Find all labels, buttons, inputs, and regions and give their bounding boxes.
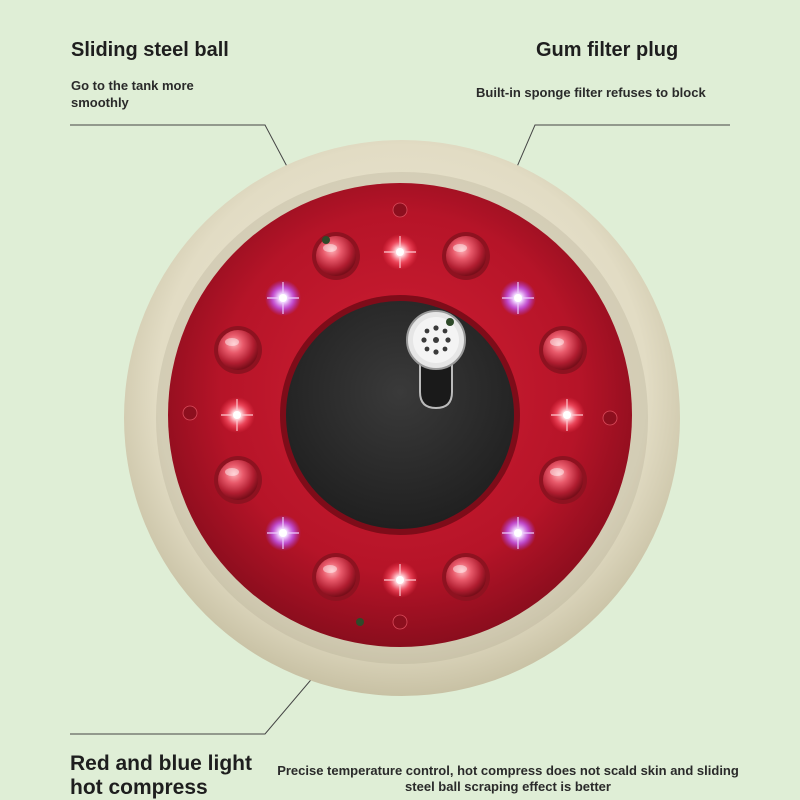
steel-ball-icon <box>539 456 587 504</box>
red-led-icon <box>382 234 418 270</box>
purple-led-icon <box>500 280 536 316</box>
center-pad <box>286 301 514 529</box>
callout-dots <box>322 236 454 626</box>
steel-ball-title: Sliding steel ball <box>71 39 229 61</box>
steel-ball-icon <box>214 326 262 374</box>
steel-ball-icon <box>539 326 587 374</box>
light-description: Precise temperature control, hot compres… <box>277 763 739 794</box>
steel-ball-description: Go to the tank more smoothly <box>71 78 194 110</box>
leds <box>219 234 585 598</box>
light-title: Red and blue light hot compress <box>70 752 252 799</box>
red-led-icon <box>382 562 418 598</box>
screw-holes <box>182 202 618 630</box>
red-led-icon <box>219 397 255 433</box>
steel-ball-icon <box>214 456 262 504</box>
purple-led-icon <box>265 515 301 551</box>
steel-ball-icon <box>312 553 360 601</box>
filter-plug-description: Built-in sponge filter refuses to block <box>476 85 706 100</box>
purple-led-icon <box>265 280 301 316</box>
steel-ball-icon <box>312 232 360 280</box>
steel-ball-icon <box>442 553 490 601</box>
purple-led-icon <box>500 515 536 551</box>
steel-balls <box>214 232 587 601</box>
filter-plug-title: Gum filter plug <box>536 39 679 61</box>
steel-ball-icon <box>442 232 490 280</box>
red-led-icon <box>549 397 585 433</box>
